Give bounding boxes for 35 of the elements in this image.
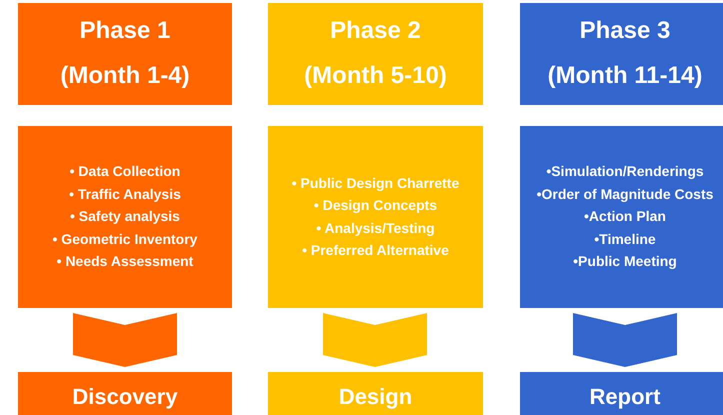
list-item: •Simulation/Renderings bbox=[545, 163, 705, 181]
phase-title: Phase 3 bbox=[580, 17, 670, 46]
list-item: • Public Design Charrette bbox=[292, 174, 460, 192]
list-item: • Needs Assessment bbox=[56, 253, 194, 271]
chevron-arrow bbox=[73, 313, 177, 367]
list-item: • Safety analysis bbox=[69, 208, 181, 226]
list-item: •Timeline bbox=[593, 230, 657, 248]
phase-duration: (Month 11-14) bbox=[548, 62, 702, 91]
outcome-box bbox=[18, 372, 232, 415]
task-list-box bbox=[18, 126, 232, 308]
list-item: • Traffic Analysis bbox=[68, 186, 182, 204]
phase-header-box bbox=[268, 3, 483, 105]
task-list-box bbox=[268, 126, 483, 308]
list-item: • Geometric Inventory bbox=[52, 230, 198, 248]
list-item: •Public Meeting bbox=[572, 253, 678, 271]
outcome-box bbox=[520, 372, 723, 415]
phase-title: Phase 2 bbox=[330, 17, 421, 46]
phase-duration: (Month 1-4) bbox=[60, 62, 190, 91]
list-item: • Data Collection bbox=[68, 163, 182, 181]
list-item: •Order of Magnitude Costs bbox=[536, 186, 714, 204]
list-item: • Analysis/Testing bbox=[315, 220, 436, 237]
phase-duration: (Month 5-10) bbox=[304, 62, 447, 91]
chevron-arrow bbox=[323, 313, 427, 367]
outcome-label: Report bbox=[590, 384, 660, 410]
chevron-arrow bbox=[573, 313, 677, 367]
task-list-box bbox=[520, 126, 723, 308]
phase-title: Phase 1 bbox=[80, 17, 170, 46]
phase-header-box bbox=[520, 3, 723, 105]
outcome-label: Design bbox=[338, 384, 412, 410]
phase-header-box bbox=[18, 3, 232, 105]
outcome-box bbox=[268, 372, 483, 415]
outcome-label: Discovery bbox=[72, 384, 178, 410]
list-item: • Preferred Alternative bbox=[301, 242, 450, 260]
list-item: • Design Concepts bbox=[312, 197, 438, 214]
list-item: •Action Plan bbox=[583, 208, 667, 226]
